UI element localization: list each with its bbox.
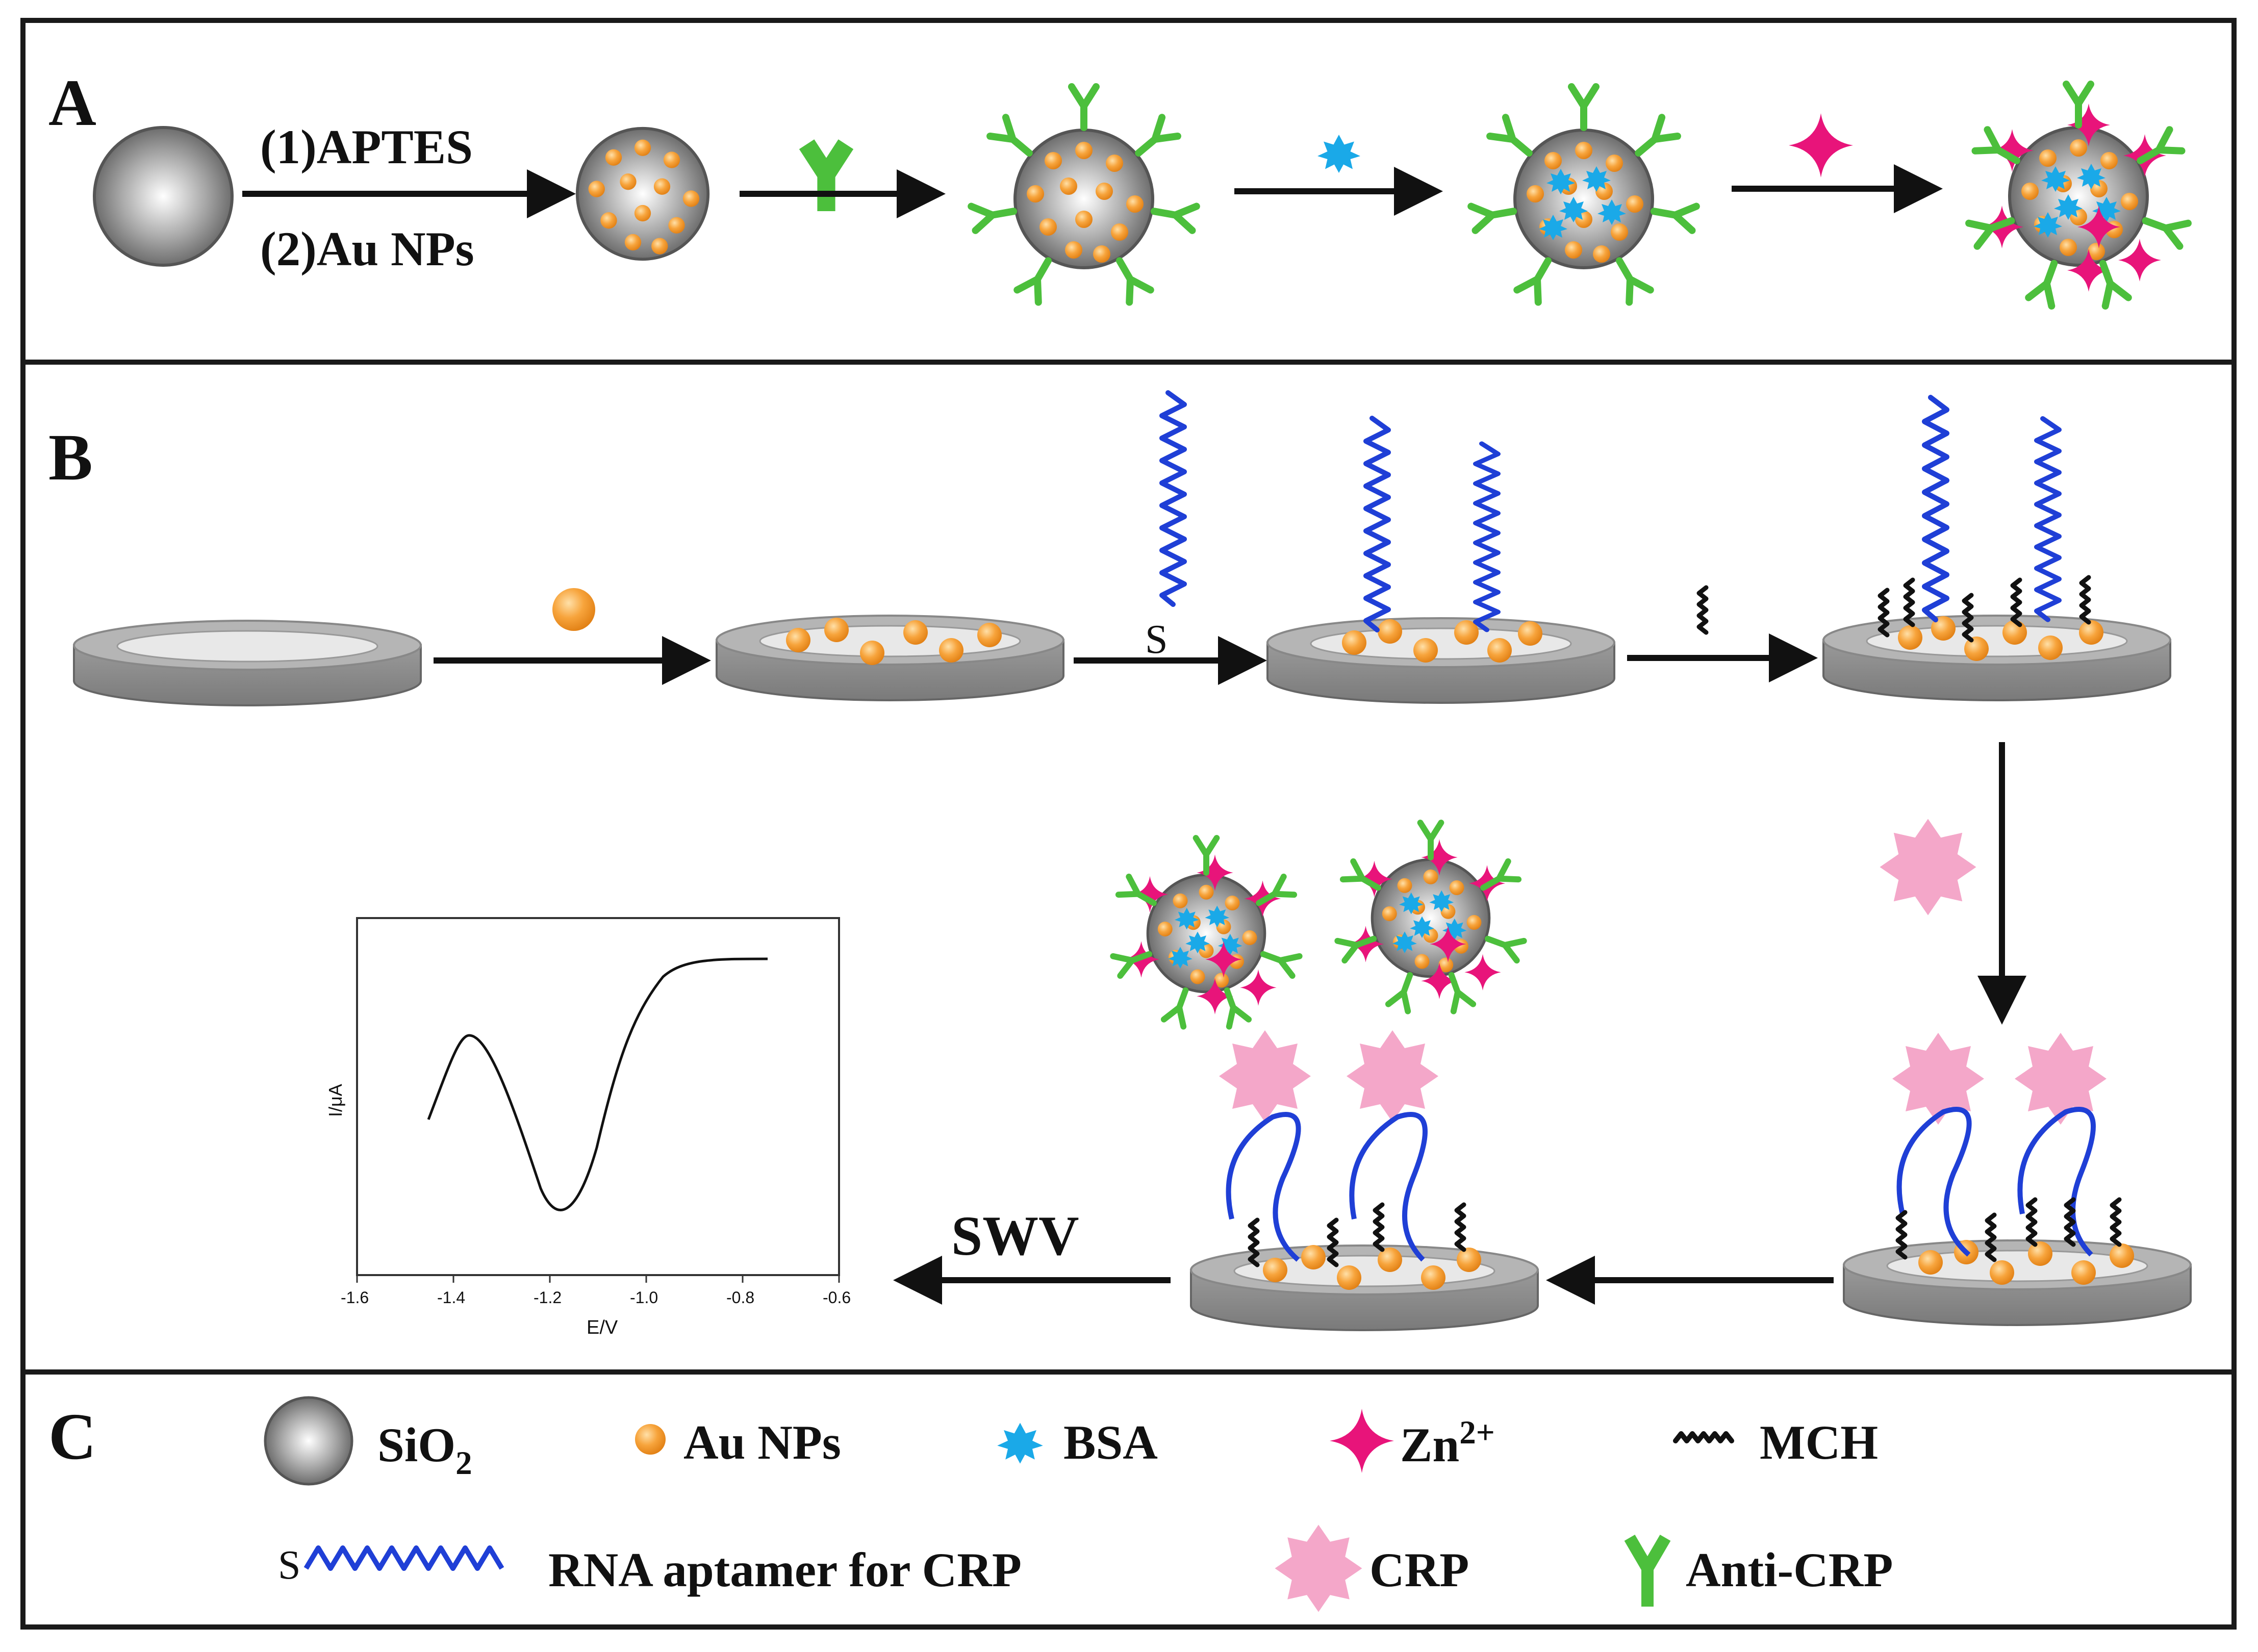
legend-au: Au NPs [683, 1415, 841, 1469]
bsa-icon [1317, 135, 1360, 173]
zinc-icon [1789, 113, 1853, 177]
sio2-sphere [93, 126, 234, 267]
xtick-label: -1.6 [341, 1288, 369, 1307]
aptamer-icon [1162, 393, 1184, 604]
panel-b-label: B [48, 421, 93, 494]
panel-a-label: A [48, 66, 96, 140]
legend-crp: CRP [1369, 1543, 1469, 1597]
panel-frames [20, 18, 2237, 1630]
electrode-aptamer [1266, 418, 1615, 704]
legend-bsa-icon [997, 1422, 1043, 1464]
plot-xticks: -1.6 -1.4 -1.2 -1.0 -0.8 -0.6 [341, 1275, 851, 1307]
legend-mch-icon [1673, 1431, 1734, 1443]
mch-icon [1699, 588, 1706, 632]
electrode-au [716, 615, 1064, 701]
panel-b: B S [48, 393, 2192, 1338]
legend-sio2-icon [264, 1396, 353, 1486]
legend-aptamer-s: S [278, 1543, 301, 1588]
legend-bsa: BSA [1063, 1415, 1158, 1469]
sio2-au-sphere [577, 129, 708, 260]
step-au-label: (2)Au NPs [260, 222, 474, 276]
legend-anti-crp-icon [1624, 1534, 1671, 1607]
step-aptes-label: (1)APTES [260, 120, 473, 174]
swv-label: SWV [951, 1205, 1079, 1267]
legend-aptamer-icon [303, 1545, 504, 1571]
plot-ylabel: I/μA [325, 1084, 346, 1117]
panel-a: A (1)APTES (2)Au NPs [48, 66, 2188, 306]
legend-anti-crp: Anti-CRP [1686, 1543, 1893, 1597]
legend-zinc: Zn2+ [1400, 1414, 1495, 1472]
electrode-aptamer-mch [1822, 397, 2171, 701]
crp-icon [1880, 819, 1976, 916]
legend-zinc-icon [1330, 1409, 1394, 1473]
final-complex [1969, 84, 2188, 306]
xtick-label: -0.6 [823, 1288, 851, 1307]
xtick-label: -1.4 [437, 1288, 465, 1307]
xtick-label: -0.8 [726, 1288, 754, 1307]
sphere-with-antibodies [971, 87, 1197, 302]
legend-au-icon [635, 1424, 666, 1455]
thiol-label: S [1145, 617, 1168, 662]
xtick-label: -1.2 [534, 1288, 562, 1307]
panel-c-legend: C SiO2 Au NPs BSA Zn2+ MCH S RNA aptamer… [48, 1396, 1893, 1612]
legend-crp-icon [1275, 1524, 1362, 1612]
legend-mch: MCH [1760, 1415, 1878, 1469]
au-np-icon [552, 588, 595, 631]
legend-sio2: SiO2 [377, 1418, 472, 1482]
electrode-crp [1843, 1033, 2192, 1326]
electrode-sandwich [1113, 823, 1539, 1331]
xtick-label: -1.0 [630, 1288, 658, 1307]
antibody-icon [799, 139, 854, 212]
swv-curve [427, 957, 768, 1211]
sphere-with-bsa [1471, 87, 1696, 302]
legend-aptamer: RNA aptamer for CRP [548, 1543, 1022, 1597]
electrode-bare [73, 620, 422, 706]
panel-c-label: C [48, 1400, 96, 1473]
swv-plot: I/μA E/V -1.6 -1.4 -1.2 -1.0 -0.8 -0.6 [325, 917, 851, 1338]
plot-frame [356, 917, 840, 1276]
plot-xlabel: E/V [587, 1317, 618, 1338]
